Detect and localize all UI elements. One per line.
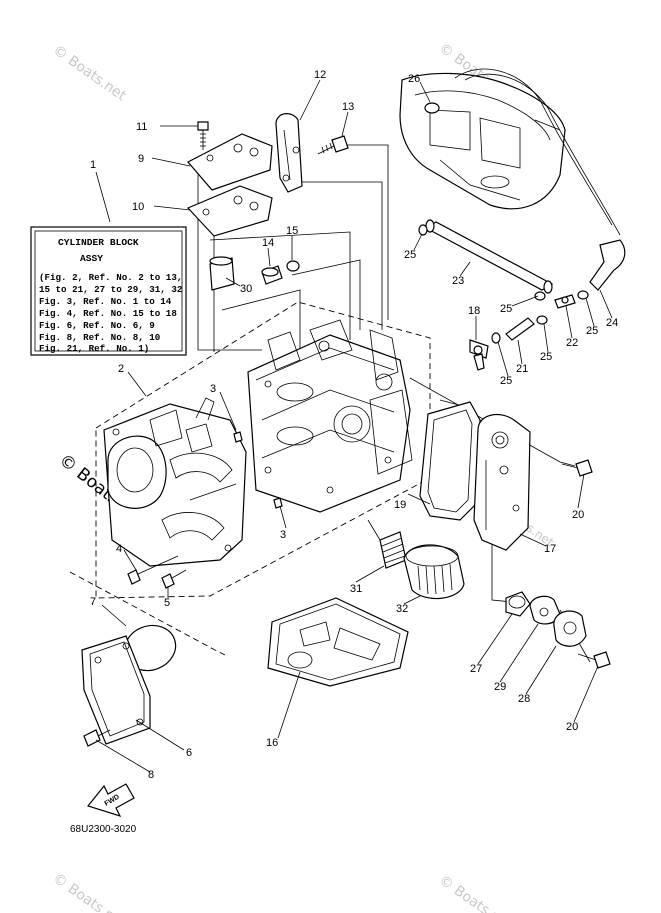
callout-12: 12 <box>314 69 326 81</box>
callout-29: 29 <box>494 681 506 693</box>
hose-24 <box>589 239 626 291</box>
box-line-6: Fig. 8, Ref. No. 8, 10 <box>39 332 160 343</box>
callout-2: 2 <box>118 363 124 375</box>
box-line-1: (Fig. 2, Ref. No. 2 to 13, <box>39 272 182 283</box>
thermostat-27 <box>505 591 531 617</box>
part-code: 68U2300-3020 <box>70 824 137 835</box>
cylinder-block-2 <box>247 319 413 513</box>
cylinder-block-assy-box: CYLINDER BLOCK ASSY (Fig. 2, Ref. No. 2 … <box>30 226 187 356</box>
gasket-10 <box>186 185 273 237</box>
dowel-pins-3 <box>233 431 283 509</box>
bolt-20-lower <box>577 651 611 669</box>
callout-14: 14 <box>262 237 274 249</box>
pipe-21 <box>505 317 535 341</box>
callout-17: 17 <box>544 543 556 555</box>
callout-30: 30 <box>240 283 252 295</box>
hose-clip-26 <box>424 102 440 114</box>
cover-6 <box>81 635 151 745</box>
bolt-11 <box>197 121 209 150</box>
callout-25a: 25 <box>404 249 416 261</box>
callout-15: 15 <box>286 225 298 237</box>
callout-25e: 25 <box>500 375 512 387</box>
spring-31 <box>379 531 407 569</box>
callout-25b: 25 <box>500 303 512 315</box>
bolt-20-upper <box>561 459 593 477</box>
callout-5: 5 <box>164 597 170 609</box>
callout-3b: 3 <box>280 529 286 541</box>
bolt-8 <box>83 729 111 747</box>
watermark-bottom-right: © Boats.net <box>436 872 516 913</box>
box-line-3: Fig. 3, Ref. No. 1 to 14 <box>39 296 172 307</box>
plug-14 <box>261 265 283 285</box>
callout-22: 22 <box>566 337 578 349</box>
callout-16: 16 <box>266 737 278 749</box>
plate-9 <box>187 133 273 191</box>
cover-17 <box>473 413 531 551</box>
gasket-16 <box>267 597 409 687</box>
callout-7: 7 <box>90 596 96 608</box>
callout-28: 28 <box>518 693 530 705</box>
assembly-dashed-outline-inner <box>69 571 226 656</box>
callout-27: 27 <box>470 663 482 675</box>
watermark-top-left: © Boats.net <box>50 42 130 104</box>
callout-20b: 20 <box>566 721 578 733</box>
oil-filter-32 <box>403 544 465 600</box>
fitting-18 <box>469 339 489 371</box>
callout-4: 4 <box>116 543 122 555</box>
bolt-13 <box>317 135 349 155</box>
bracket-12 <box>275 113 303 193</box>
callout-labels: 1 2 3 3 4 5 6 7 8 9 10 11 12 13 14 15 16… <box>90 69 618 781</box>
bolts-4-5 <box>127 555 187 589</box>
callout-10: 10 <box>132 201 144 213</box>
box-line-2: 15 to 21, 27 to 29, 31, 32 <box>39 284 182 295</box>
washer-15 <box>286 260 300 272</box>
watermark-bottom-left: © Boats.net <box>50 870 130 913</box>
box-line-4: Fig. 4, Ref. No. 15 to 18 <box>39 308 177 319</box>
callout-26: 26 <box>408 73 420 85</box>
callout-11: 11 <box>136 121 147 133</box>
callout-6: 6 <box>186 747 192 759</box>
callout-13: 13 <box>342 101 354 113</box>
callout-31: 31 <box>350 583 362 595</box>
callout-21: 21 <box>516 363 528 375</box>
callout-1: 1 <box>90 159 96 171</box>
callout-18: 18 <box>468 305 480 317</box>
box-title: CYLINDER BLOCK <box>58 237 139 248</box>
callout-25c: 25 <box>586 325 598 337</box>
anode-30 <box>209 256 235 291</box>
callout-25d: 25 <box>540 351 552 363</box>
callout-3a: 3 <box>210 383 216 395</box>
callout-32: 32 <box>396 603 408 615</box>
pipe-23 <box>424 219 554 294</box>
callout-9: 9 <box>138 153 144 165</box>
callout-20a: 20 <box>572 509 584 521</box>
fwd-arrow-icon: FWD <box>86 783 135 817</box>
callout-8: 8 <box>148 769 154 781</box>
box-subtitle: ASSY <box>80 253 103 264</box>
cover-28 <box>553 610 587 647</box>
box-line-7: Fig. 21, Ref. No. 1) <box>39 343 149 354</box>
box-line-5: Fig. 6, Ref. No. 6, 9 <box>39 320 155 331</box>
fittings-22-25 <box>418 224 589 344</box>
upper-housing <box>399 68 621 236</box>
callout-19: 19 <box>394 499 406 511</box>
callout-24: 24 <box>606 317 618 329</box>
gasket-19 <box>419 401 481 521</box>
crankcase-left <box>103 397 247 567</box>
callout-23: 23 <box>452 275 464 287</box>
callout-leaders <box>95 79 613 773</box>
